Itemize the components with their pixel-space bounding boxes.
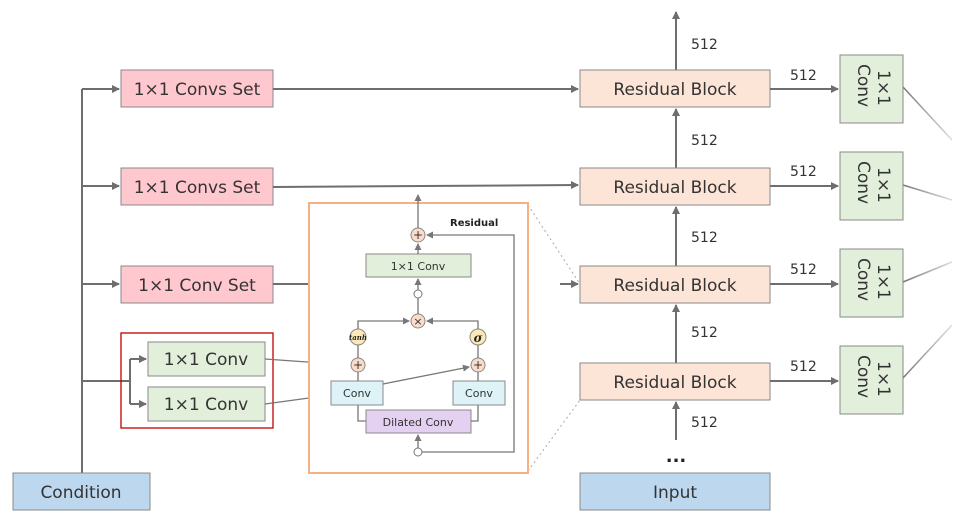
tanh-label: tanh — [349, 333, 367, 342]
dim-label: 512 — [691, 415, 718, 431]
dim-label: 512 — [691, 230, 718, 246]
conv-left-label: Conv — [343, 387, 371, 400]
convs-set-1: 1×1 Convs Set — [120, 69, 274, 108]
highlight-group: 1×1 Conv 1×1 Conv — [120, 332, 274, 429]
sigma-label: σ — [474, 331, 483, 345]
junction-node — [413, 447, 423, 457]
plus-sign: + — [413, 228, 423, 242]
conv-label: Conv — [853, 161, 873, 204]
residual-label: Residual — [450, 218, 498, 229]
multiply-sign: × — [413, 315, 422, 328]
conv-label: Conv — [853, 355, 873, 398]
dim-label: 512 — [790, 359, 817, 375]
output-conv-1: 1×1 Conv — [839, 54, 904, 124]
condition-box: Condition — [12, 472, 151, 511]
conv-1x1-label: 1×1 Conv — [164, 395, 248, 415]
dim-label: 512 — [790, 68, 817, 84]
output-conv-2: 1×1 Conv — [839, 151, 904, 221]
dim-label: 512 — [691, 325, 718, 341]
residual-block-2 — [579, 167, 771, 206]
dim-label: 512 — [691, 133, 718, 149]
conv-label: Conv — [853, 64, 873, 107]
plus-icon — [410, 227, 426, 243]
convs-set-label: 1×1 Convs Set — [134, 80, 261, 100]
conv-label: 1×1 — [873, 70, 893, 106]
dim-label: 512 — [691, 37, 718, 53]
conv-label: 1×1 — [873, 361, 893, 397]
conv-set-3: 1×1 Conv Set — [120, 265, 274, 304]
ellipsis: ... — [666, 446, 687, 467]
condition-label: Condition — [40, 483, 121, 503]
conv-label: 1×1 — [873, 167, 893, 203]
dilated-conv-label: Dilated Conv — [383, 416, 454, 429]
residual-block-detail: Residual Dilated Conv Conv Conv + + tanh… — [308, 194, 529, 474]
output-conv-3: 1×1 Conv — [839, 248, 904, 318]
convs-set-2: 1×1 Convs Set — [120, 167, 274, 206]
junction-node — [413, 289, 423, 299]
output-conv-4: 1×1 Conv — [839, 345, 904, 415]
input-label: Input — [653, 483, 697, 503]
plus-sign: + — [353, 358, 363, 372]
conv-right-label: Conv — [465, 387, 493, 400]
inset-conv-1x1-label: 1×1 Conv — [391, 260, 446, 273]
residual-column: 512 512 512 512 512 ... Residual Block R… — [579, 11, 771, 511]
conv-1x1-label: 1×1 Conv — [164, 350, 248, 370]
residual-block-label: Residual Block — [613, 373, 736, 393]
residual-block-4 — [579, 362, 771, 401]
conv-set-label: 1×1 Conv Set — [138, 276, 256, 296]
residual-block-1 — [579, 69, 771, 108]
zoom-line — [527, 399, 581, 472]
conv-label: 1×1 — [873, 264, 893, 300]
residual-block-label: Residual Block — [613, 178, 736, 198]
residual-block-3 — [579, 265, 771, 304]
convs-set-label: 1×1 Convs Set — [134, 178, 261, 198]
zoom-line — [527, 204, 581, 285]
input-box — [579, 472, 771, 511]
dim-label: 512 — [790, 164, 817, 180]
plus-sign: + — [473, 358, 483, 372]
output-convs: 512 512 512 512 1×1 Conv 1×1 Conv 1×1 Co… — [770, 54, 953, 415]
conv-label: Conv — [853, 258, 873, 301]
dim-label: 512 — [790, 262, 817, 278]
condition-connectors — [81, 85, 147, 473]
residual-block-label: Residual Block — [613, 80, 736, 100]
residual-block-label: Residual Block — [613, 276, 736, 296]
